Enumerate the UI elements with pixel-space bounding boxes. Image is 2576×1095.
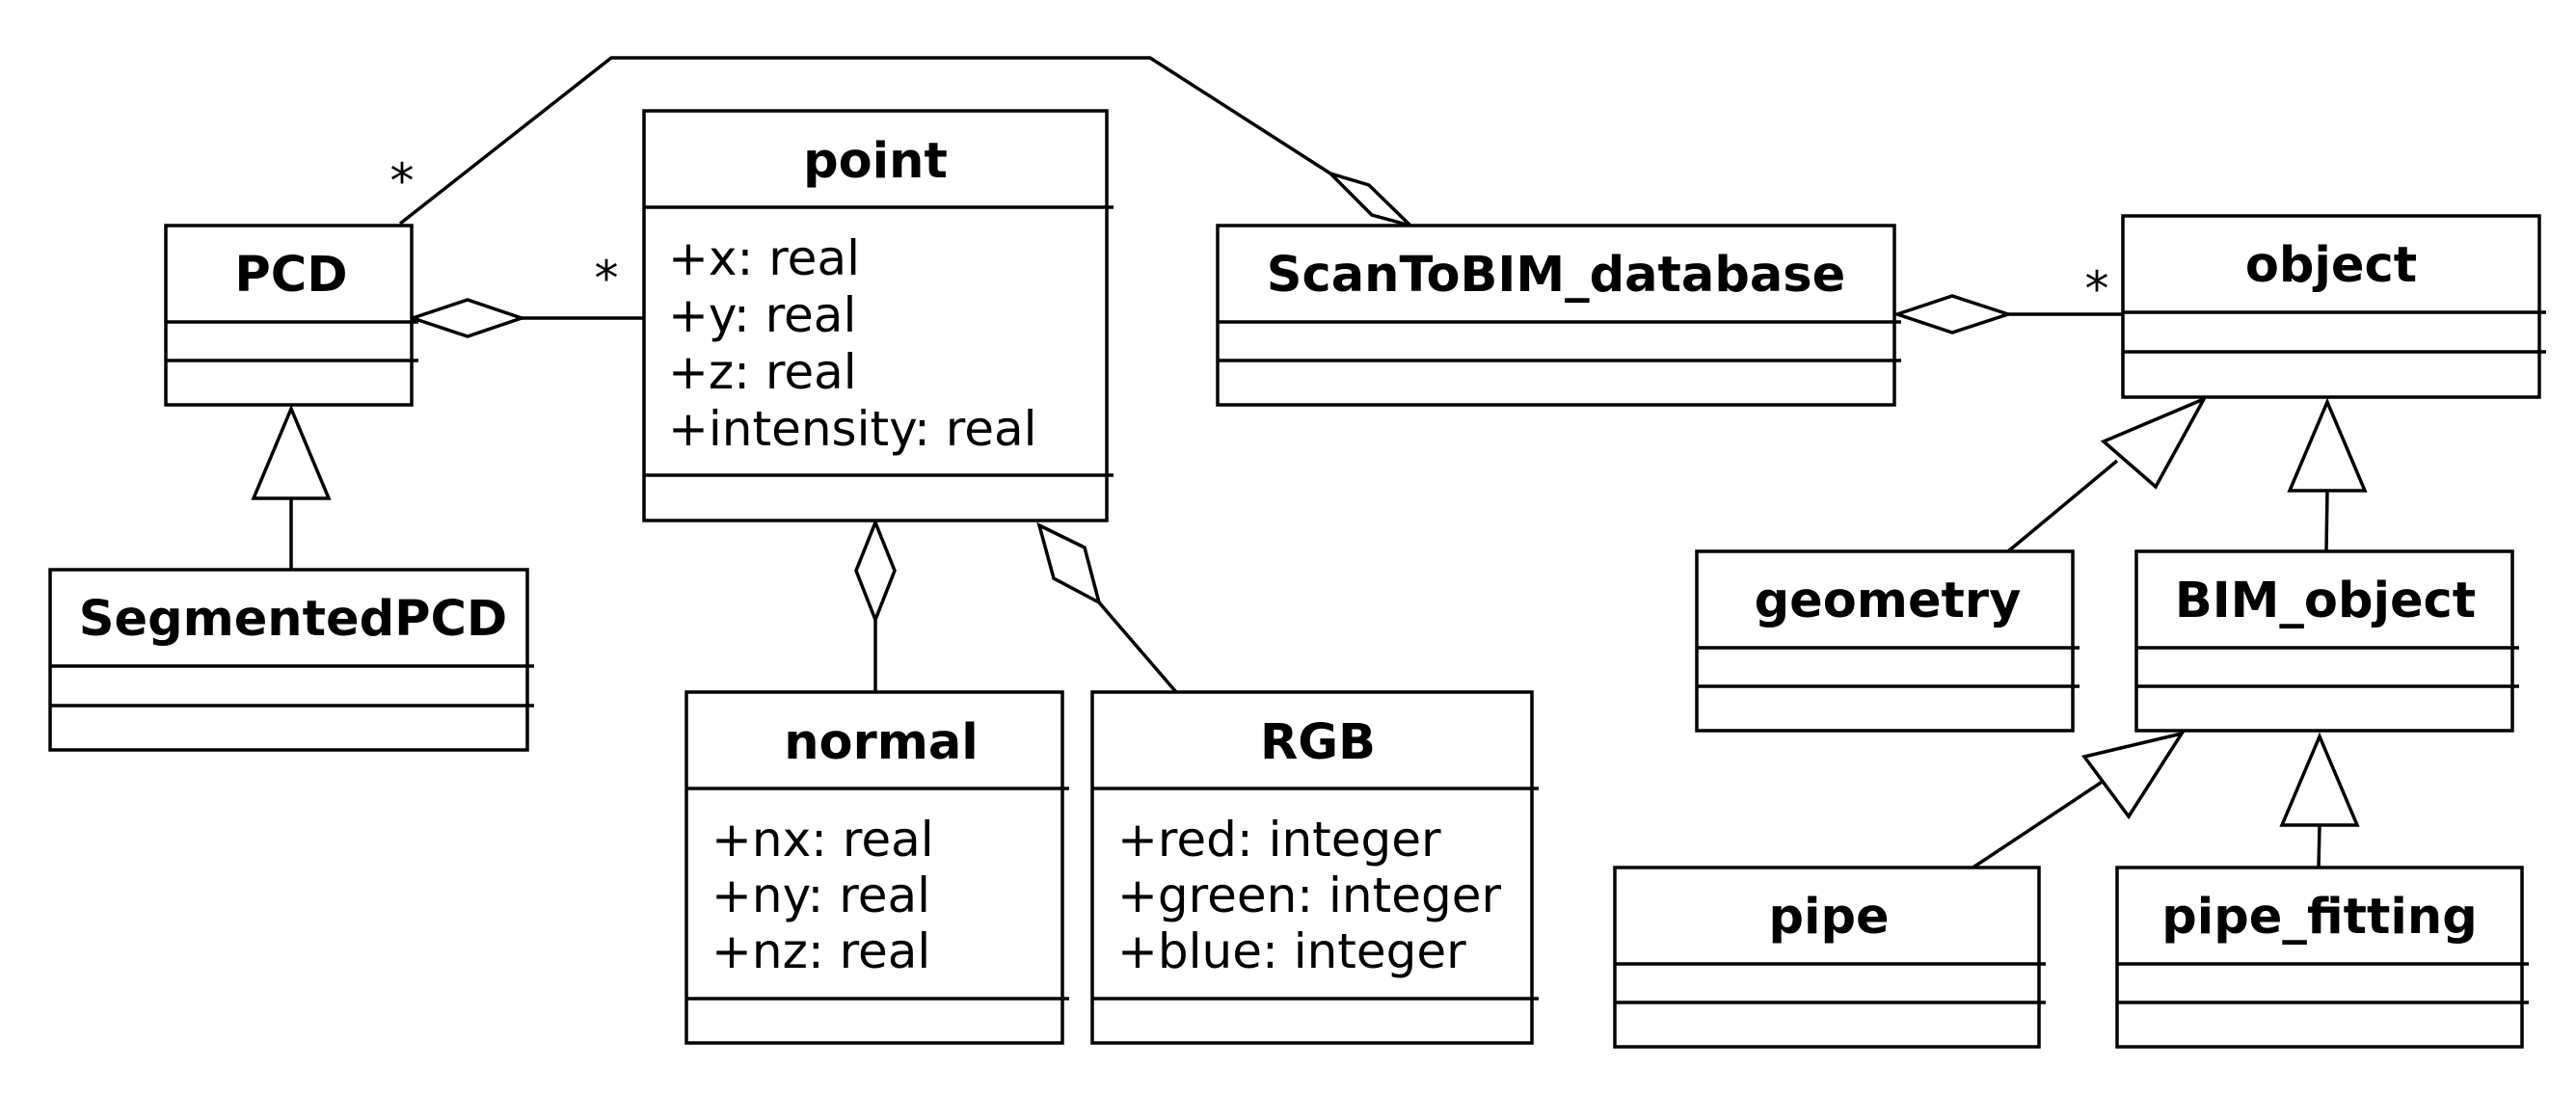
attribute-x: +x: real	[668, 230, 860, 286]
edge-point-rgb	[1036, 521, 1178, 694]
aggregation-diamond-point-rgb	[1036, 521, 1102, 606]
edge-geometry-object	[2006, 395, 2208, 553]
class-normal[interactable]: normal +nx: real +ny: real +nz: real	[684, 690, 1069, 1045]
attribute-ny: +ny: real	[711, 868, 930, 923]
class-segmentedpcd[interactable]: SegmentedPCD	[48, 568, 534, 752]
class-name: geometry	[1755, 573, 2022, 629]
attribute-green: +green: integer	[1117, 868, 1501, 923]
multiplicity-pcd: *	[390, 153, 415, 209]
attribute-nx: +nx: real	[711, 812, 934, 868]
multiplicity-point: *	[595, 251, 619, 307]
class-name: pipe_fitting	[2161, 889, 2477, 946]
multiplicity-object: *	[2085, 261, 2109, 317]
attribute-intensity: +intensity: real	[668, 401, 1037, 457]
class-pcd[interactable]: PCD	[164, 224, 418, 407]
class-pipe[interactable]: pipe	[1613, 866, 2046, 1049]
class-name: BIM_object	[2175, 573, 2476, 629]
edge-segmentedpcd-pcd	[251, 404, 332, 570]
class-name: SegmentedPCD	[79, 591, 507, 648]
class-name: pipe	[1768, 889, 1889, 946]
class-scantobim-database[interactable]: ScanToBIM_database	[1216, 224, 1901, 407]
edge-point-normal	[854, 518, 897, 694]
edge-pcd-point	[407, 298, 644, 338]
generalization-arrow-pipefitting	[2279, 732, 2360, 827]
generalization-arrow-segmentedpcd	[251, 404, 332, 500]
class-object[interactable]: object	[2121, 214, 2546, 399]
class-geometry[interactable]: geometry	[1695, 549, 2080, 733]
class-name: object	[2245, 237, 2417, 294]
class-name: point	[803, 133, 948, 190]
edge-database-object	[1892, 294, 2123, 334]
edge-bimobject-object	[2287, 397, 2368, 552]
class-point[interactable]: point +x: real +y: real +z: real +intens…	[642, 109, 1114, 522]
class-bim-object[interactable]: BIM_object	[2134, 549, 2519, 733]
class-rgb[interactable]: RGB +red: integer +green: integer +blue:…	[1090, 690, 1539, 1045]
aggregation-diamond-point-normal	[854, 518, 897, 625]
attribute-blue: +blue: integer	[1117, 923, 1466, 979]
class-name: ScanToBIM_database	[1267, 247, 1845, 304]
class-name: RGB	[1260, 714, 1376, 771]
generalization-arrow-bimobject	[2287, 397, 2368, 493]
aggregation-diamond-pcd-point	[407, 298, 527, 338]
generalization-arrow-geometry	[2100, 395, 2208, 490]
edge-pipefitting-bimobject	[2279, 732, 2360, 868]
aggregation-diamond-database-object	[1892, 294, 2014, 334]
attribute-nz: +nz: real	[711, 923, 930, 979]
attribute-z: +z: real	[668, 344, 857, 400]
edge-pipe-bimobject	[1971, 731, 2186, 870]
class-name: PCD	[234, 247, 347, 304]
class-pipe-fitting[interactable]: pipe_fitting	[2115, 866, 2529, 1049]
class-name: normal	[784, 714, 979, 771]
attribute-red: +red: integer	[1117, 812, 1441, 868]
aggregation-diamond-database-pcd	[1328, 172, 1412, 227]
attribute-y: +y: real	[668, 287, 856, 343]
generalization-arrow-pipe	[2081, 731, 2186, 820]
